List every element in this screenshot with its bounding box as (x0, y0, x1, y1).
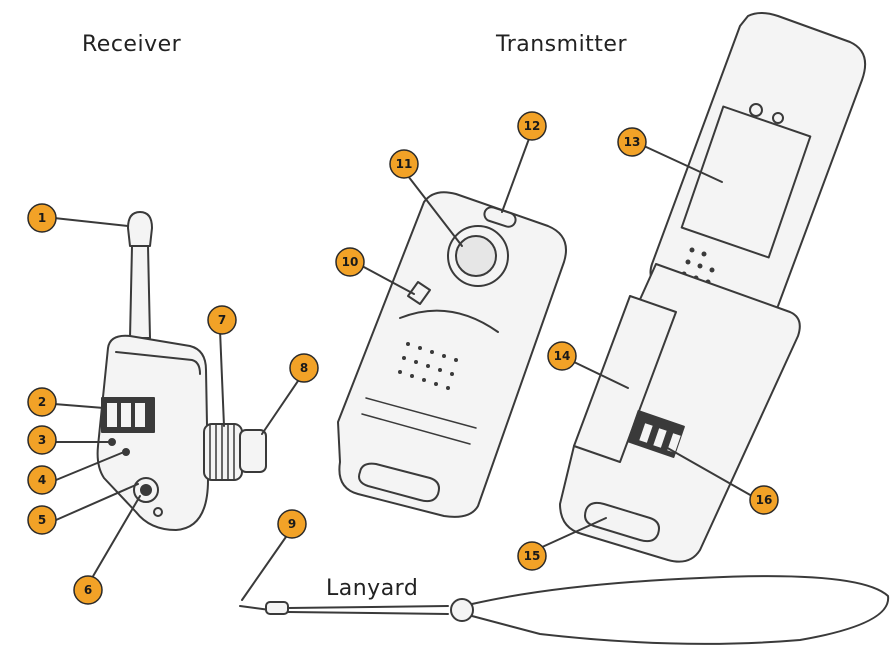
svg-text:1: 1 (38, 211, 46, 225)
unlock-icon (750, 104, 762, 116)
lanyard-cord-inner (288, 606, 448, 614)
dip-switch (107, 403, 117, 427)
callout-6: 6 (74, 576, 102, 604)
screw-icon (154, 508, 162, 516)
svg-text:13: 13 (624, 135, 641, 149)
lanyard-illustration (240, 576, 888, 644)
lanyard-loop (472, 576, 888, 644)
svg-text:11: 11 (396, 157, 413, 171)
receiver-illustration (98, 212, 266, 530)
svg-text:2: 2 (38, 395, 46, 409)
svg-text:7: 7 (218, 313, 226, 327)
callout-12: 12 (518, 112, 546, 140)
test-button-center (141, 485, 151, 495)
callout-7: 7 (208, 306, 236, 334)
svg-text:15: 15 (524, 549, 541, 563)
callout-9: 9 (278, 510, 306, 538)
svg-text:12: 12 (524, 119, 541, 133)
svg-text:5: 5 (38, 513, 46, 527)
callout-5: 5 (28, 506, 56, 534)
callout-16: 16 (750, 486, 778, 514)
indicator-light (109, 439, 115, 445)
callout-2: 2 (28, 388, 56, 416)
callout-8: 8 (290, 354, 318, 382)
callout-11: 11 (390, 150, 418, 178)
callout-15: 15 (518, 542, 546, 570)
transmitter-front-illustration (338, 192, 566, 517)
antenna-shaft (130, 246, 150, 338)
lanyard-bead (451, 599, 473, 621)
transmitter-back-illustration (560, 13, 865, 562)
dip-switch (121, 403, 131, 427)
svg-text:4: 4 (38, 473, 46, 487)
callout-4: 4 (28, 466, 56, 494)
callout-10: 10 (336, 248, 364, 276)
lanyard-connector (266, 602, 288, 614)
callout-13: 13 (618, 128, 646, 156)
shutter-button (456, 236, 496, 276)
svg-text:3: 3 (38, 433, 46, 447)
svg-text:9: 9 (288, 517, 296, 531)
svg-text:6: 6 (84, 583, 92, 597)
svg-text:14: 14 (554, 349, 571, 363)
antenna-tip (128, 212, 152, 246)
svg-text:16: 16 (756, 493, 773, 507)
callout-1: 1 (28, 204, 56, 232)
callout-3: 3 (28, 426, 56, 454)
callout-14: 14 (548, 342, 576, 370)
dip-switch (135, 403, 145, 427)
connector-plug (240, 430, 266, 472)
svg-text:10: 10 (342, 255, 359, 269)
svg-text:8: 8 (300, 361, 308, 375)
lock-icon (773, 113, 783, 123)
